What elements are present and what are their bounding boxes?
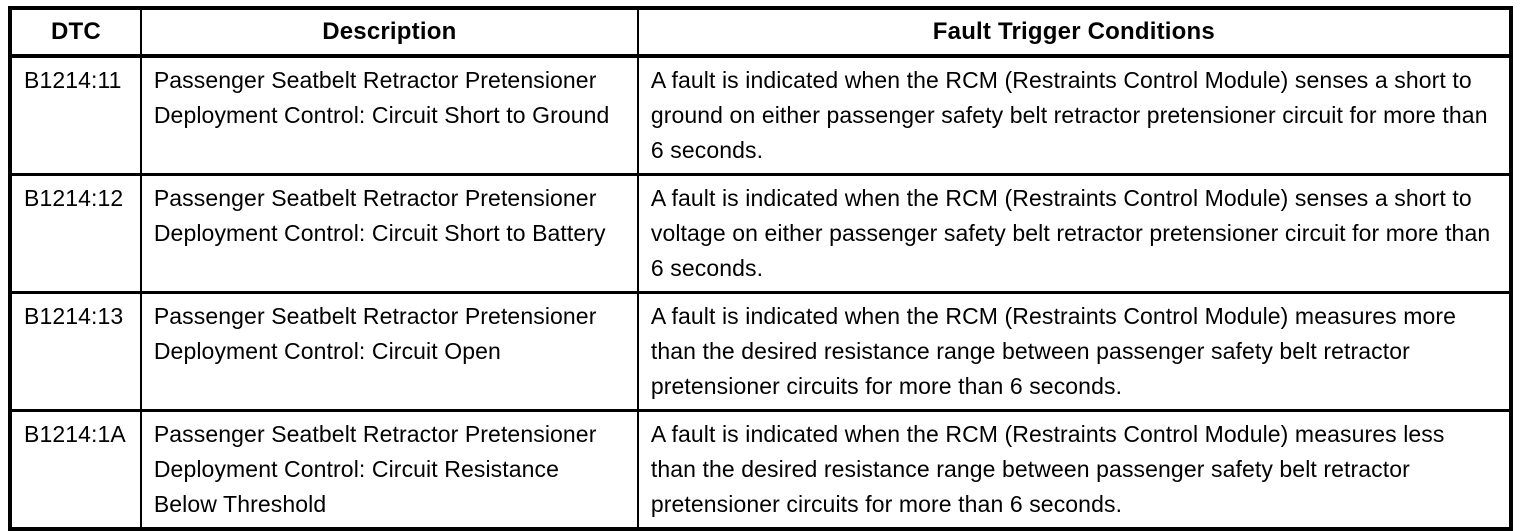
dtc-table-container: DTC Description Fault Trigger Conditions… — [8, 6, 1513, 531]
dtc-cell: B1214:11 — [9, 54, 142, 176]
column-header-description: Description — [139, 7, 639, 58]
fault-conditions-cell: A fault is indicated when the RCM (Restr… — [636, 291, 1512, 412]
fault-conditions-cell: A fault is indicated when the RCM (Restr… — [636, 409, 1512, 531]
column-header-fault-trigger-conditions: Fault Trigger Conditions — [636, 7, 1512, 58]
dtc-fault-table: DTC Description Fault Trigger Conditions… — [8, 6, 1513, 531]
fault-conditions-cell: A fault is indicated when the RCM (Restr… — [636, 173, 1512, 294]
description-cell: Passenger Seatbelt Retractor Pretensione… — [139, 54, 639, 176]
description-cell: Passenger Seatbelt Retractor Pretensione… — [139, 291, 639, 412]
fault-conditions-cell: A fault is indicated when the RCM (Restr… — [636, 54, 1512, 176]
dtc-cell: B1214:13 — [9, 291, 142, 412]
table-row: B1214:1A Passenger Seatbelt Retractor Pr… — [9, 409, 1512, 531]
table-row: B1214:11 Passenger Seatbelt Retractor Pr… — [9, 54, 1512, 176]
description-cell: Passenger Seatbelt Retractor Pretensione… — [139, 409, 639, 531]
dtc-cell: B1214:1A — [9, 409, 142, 531]
dtc-cell: B1214:12 — [9, 173, 142, 294]
column-header-dtc: DTC — [9, 7, 142, 58]
table-row: B1214:12 Passenger Seatbelt Retractor Pr… — [9, 173, 1512, 294]
table-header-row: DTC Description Fault Trigger Conditions — [9, 7, 1512, 58]
description-cell: Passenger Seatbelt Retractor Pretensione… — [139, 173, 639, 294]
table-row: B1214:13 Passenger Seatbelt Retractor Pr… — [9, 291, 1512, 412]
